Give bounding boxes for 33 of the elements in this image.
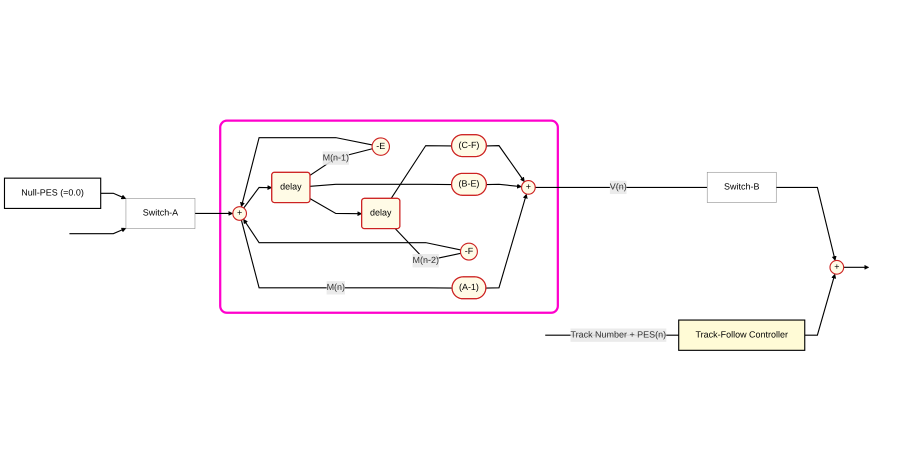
- node-box: Null-PES (=0.0): [4, 178, 102, 209]
- arrow: [486, 194, 528, 289]
- node-box: Switch-B: [706, 172, 777, 203]
- node-box: Track-Follow Controller: [678, 319, 806, 351]
- arrow: [776, 186, 837, 261]
- node-circle: +: [232, 206, 248, 221]
- node-circle: +: [829, 260, 844, 275]
- arrow: [844, 264, 870, 270]
- arrow: [100, 192, 126, 200]
- arrow: [194, 211, 234, 216]
- arrow: [310, 198, 362, 216]
- arrow: [243, 185, 272, 208]
- arrow: [243, 218, 461, 250]
- node-circle: -F: [460, 242, 478, 261]
- node-circle: -E: [372, 137, 390, 156]
- edge-label: M(n): [326, 282, 346, 292]
- connector: [535, 186, 708, 188]
- edge-label: V(n): [610, 182, 627, 192]
- node-circle: +: [521, 180, 536, 195]
- arrow: [486, 145, 525, 182]
- connector: [310, 184, 452, 187]
- cluster: [219, 120, 559, 314]
- edge-label: M(n-2): [412, 256, 439, 266]
- connector: [390, 145, 452, 199]
- arrow: [804, 274, 836, 336]
- connector: [310, 148, 372, 176]
- connector: [240, 220, 452, 289]
- arrow: [240, 137, 372, 208]
- arrow: [69, 228, 126, 234]
- edge-label: Track Number + PES(n): [570, 330, 666, 340]
- arrow: [486, 184, 522, 189]
- edge-label: M(n-1): [322, 153, 350, 163]
- node-box: Switch-A: [126, 198, 196, 229]
